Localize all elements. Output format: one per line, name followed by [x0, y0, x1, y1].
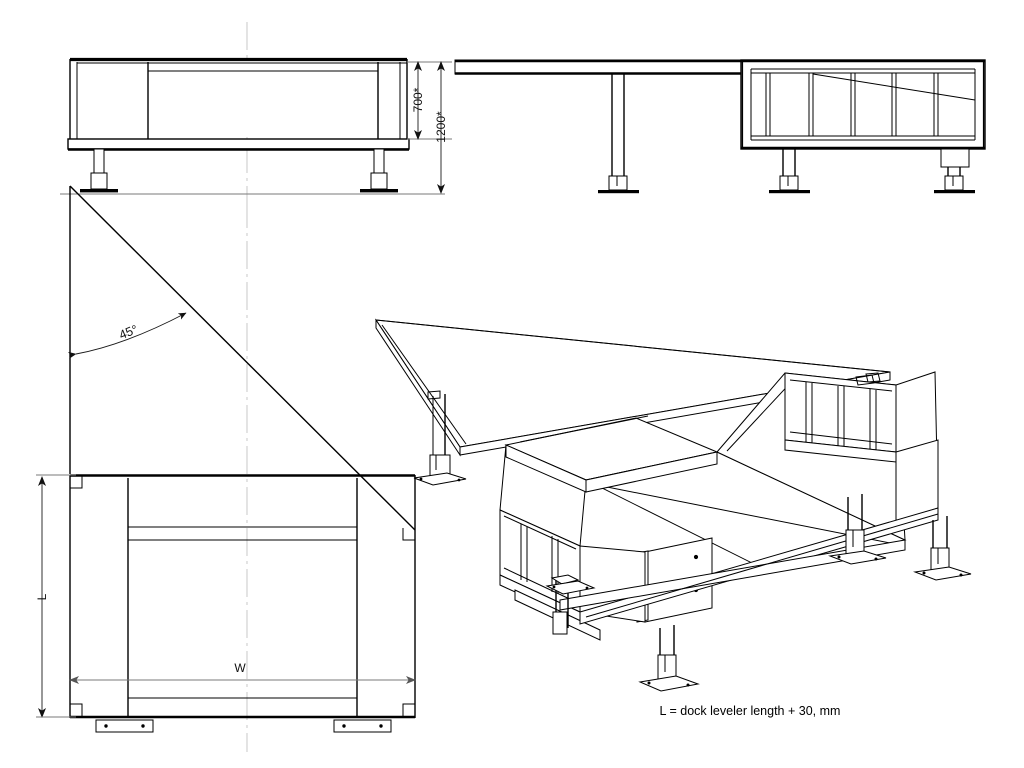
- dimension-L: L: [35, 476, 49, 718]
- dimension-W-label: W: [234, 661, 246, 675]
- isometric-note: L = dock leveler length + 30, mm: [660, 704, 841, 718]
- iso-left-columns: [521, 524, 558, 594]
- plan-notch-br: [403, 704, 415, 717]
- dimension-700-label: 700*: [411, 87, 425, 112]
- iso-leg-ramp: [414, 391, 466, 485]
- view-front-elevation: [60, 22, 452, 200]
- view-side-elevation: [455, 60, 743, 194]
- front-elevation-leg-right: [360, 149, 398, 193]
- plan-45deg-chamfer: [69, 185, 416, 531]
- iso-left-cladding: [506, 445, 717, 492]
- plan-notch-bl: [70, 704, 82, 717]
- dimension-1200-label: 1200*: [434, 111, 448, 143]
- view-isometric: L = dock leveler length + 30, mm: [376, 320, 971, 718]
- end-elevation-haunch: [941, 149, 969, 167]
- iso-leg-b: [640, 625, 698, 691]
- iso-right-side-frame: [785, 372, 938, 522]
- end-elevation-leg-left: [769, 149, 810, 194]
- iso-leg-c: [830, 494, 886, 564]
- side-elevation-leg: [598, 74, 639, 194]
- iso-leg-a: [547, 575, 594, 634]
- bolt-hole-icon: [693, 554, 699, 560]
- view-end-elevation: [740, 59, 986, 194]
- plan-notch-tr: [403, 528, 415, 540]
- angle-45-label: 45°: [117, 322, 140, 342]
- iso-leg-d: [915, 516, 971, 580]
- front-elevation-body: [67, 57, 410, 151]
- plan-frame: [69, 474, 416, 732]
- iso-right-columns: [806, 382, 876, 450]
- plan-baseplate-right: [334, 720, 391, 732]
- dimension-W: W: [69, 661, 416, 684]
- front-elevation-leg-left: [80, 149, 118, 193]
- view-plan: 45°: [35, 185, 416, 752]
- end-elevation-diagonal-brace: [813, 74, 975, 100]
- dimension-L-label: L: [35, 593, 49, 600]
- end-elevation-ribs: [766, 73, 938, 136]
- plan-baseplate-left: [96, 720, 153, 732]
- angle-arc-icon: [67, 312, 187, 359]
- end-elevation-leg-right: [934, 167, 975, 194]
- dimension-group-heights: 700* 1200*: [411, 61, 448, 194]
- plan-notch-tl: [70, 476, 82, 488]
